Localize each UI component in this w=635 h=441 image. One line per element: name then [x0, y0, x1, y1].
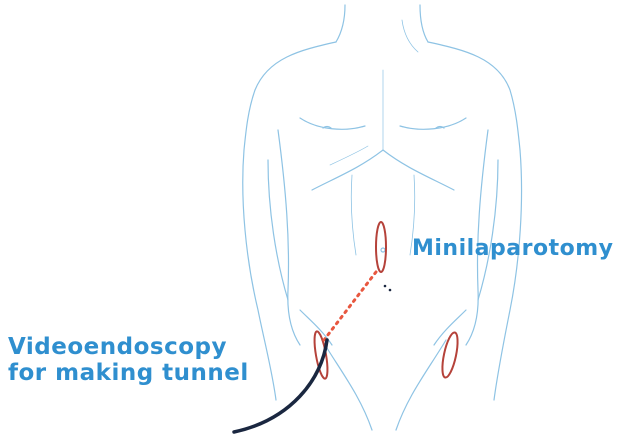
left-arm-inner	[268, 160, 288, 300]
tunnel-dot-extra-1	[384, 285, 387, 288]
neck-left-line	[336, 5, 345, 42]
right-pectoral	[400, 118, 466, 129]
videoendoscopy-label-line1: Videoendoscopy	[8, 334, 249, 360]
body-outline	[243, 5, 522, 430]
videoendoscopy-label-line2: for making tunnel	[8, 360, 249, 386]
tunnel-dot-extra-2	[389, 289, 392, 292]
videoendoscopy-label: Videoendoscopy for making tunnel	[8, 334, 249, 387]
right-arm-outer	[494, 150, 522, 400]
right-arm-inner	[478, 160, 498, 300]
neck-shadow	[402, 20, 418, 52]
left-shoulder	[244, 42, 336, 150]
tunnel-dotted-line	[324, 272, 376, 340]
right-hip-line	[434, 310, 466, 345]
rib-margin-left	[312, 150, 383, 190]
neck-right-line	[420, 5, 428, 42]
left-pectoral	[300, 118, 365, 129]
navel	[381, 248, 385, 252]
rib-margin-right	[383, 150, 454, 190]
right-shoulder	[428, 42, 520, 150]
left-torso-side	[278, 130, 300, 345]
rib-shading	[330, 146, 368, 165]
abdomen-line-left	[351, 175, 356, 255]
right-inguinal	[396, 340, 446, 430]
left-inguinal	[322, 340, 372, 430]
right-iliac-incision	[439, 331, 460, 378]
minilaparotomy-label: Minilaparotomy	[412, 236, 613, 261]
minilaparotomy-incision	[376, 222, 386, 272]
